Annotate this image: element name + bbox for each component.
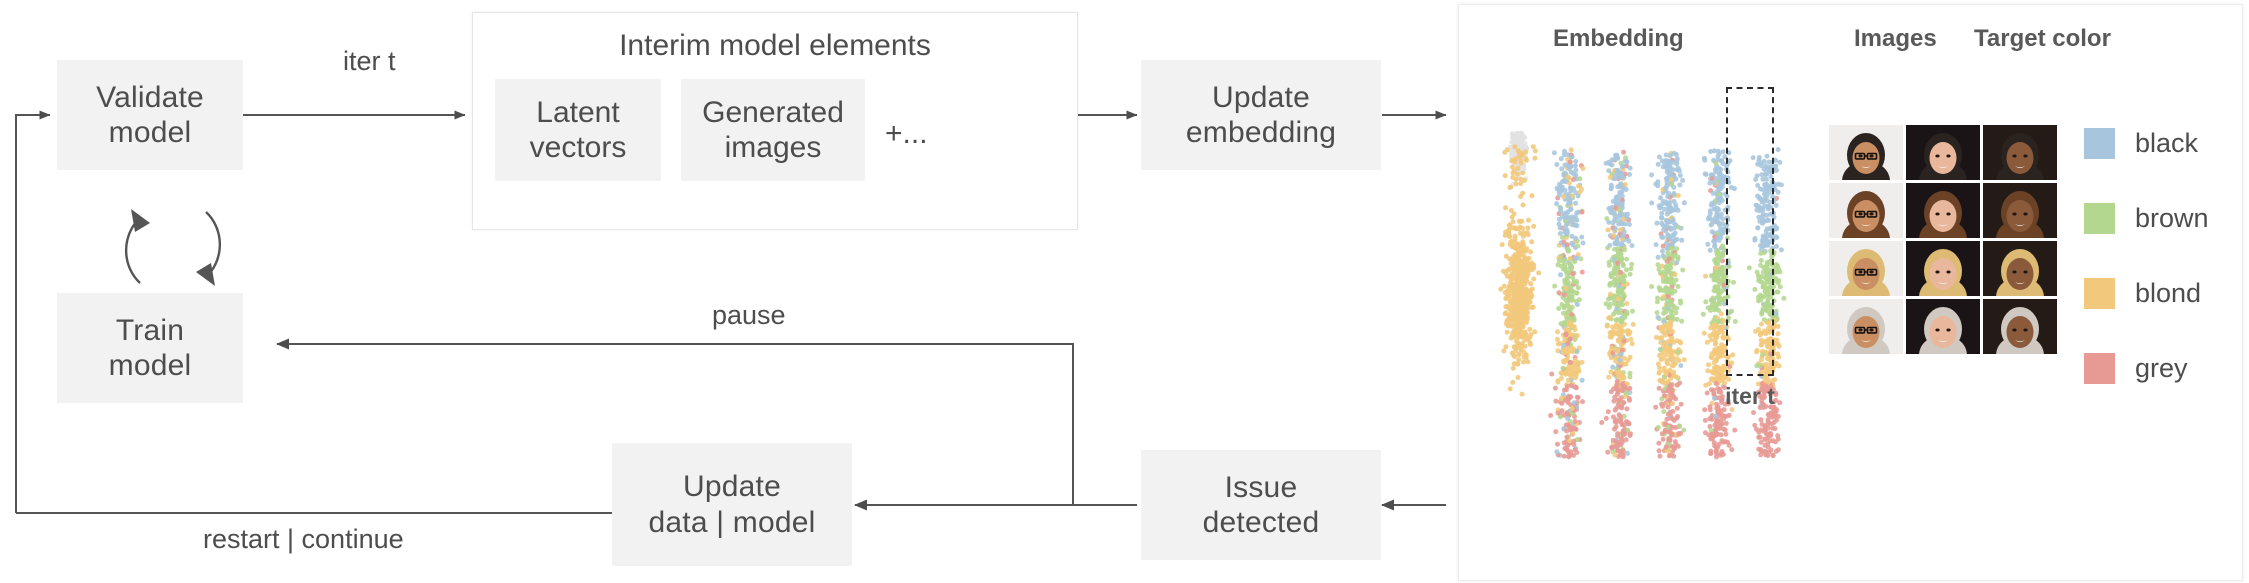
interim-more-indicator: +... [885,117,928,150]
node-issue-detected[interactable]: Issue detected [1141,450,1381,560]
generated-face-thumbnail [1829,241,1903,296]
node-train-model-line2: model [108,349,192,382]
panel-header-images: Images [1854,25,1937,52]
generated-images-grid [1829,125,2061,357]
node-issue-detected-line1: Issue [1224,470,1298,504]
interim-item-generated-images[interactable]: Generated images [681,79,865,181]
embedding-inspection-panel: Embedding Images Target color iter t bla… [1458,4,2243,581]
legend-item-grey[interactable]: grey [2084,342,2234,394]
generated-face-thumbnail [1906,125,1980,180]
legend-swatch-brown [2084,202,2115,234]
generated-images-line2: images [724,131,822,164]
generated-face-thumbnail [1906,183,1980,238]
node-validate-model-line2: model [108,116,192,149]
node-update-data-model-line2: data | model [648,505,816,539]
legend-label-grey: grey [2135,352,2188,383]
generated-face-thumbnail [1983,241,2057,296]
interim-panel-title: Interim model elements [619,29,931,62]
edge-label-pause: pause [712,300,786,330]
legend-swatch-blond [2084,277,2115,309]
node-update-embedding[interactable]: Update embedding [1141,60,1381,170]
edge-label-iter-t: iter t [343,46,396,76]
node-update-embedding-line2: embedding [1185,116,1337,149]
legend-swatch-grey [2084,352,2115,384]
node-validate-model[interactable]: Validate model [57,60,243,170]
node-update-embedding-line1: Update [1212,80,1310,114]
node-validate-model-line1: Validate [96,80,204,114]
node-update-data-model[interactable]: Update data | model [612,443,852,566]
latent-vectors-line1: Latent [536,95,620,129]
generated-face-thumbnail [1829,125,1903,180]
target-color-legend: black brown blond grey [2084,117,2234,417]
latent-vectors-line2: vectors [529,131,627,164]
generated-face-thumbnail [1983,183,2057,238]
panel-header-embedding: Embedding [1553,25,1684,52]
node-issue-detected-line2: detected [1202,506,1320,539]
legend-label-blond: blond [2135,277,2202,308]
node-update-data-model-line1: Update [683,470,781,504]
generated-face-thumbnail [1829,183,1903,238]
edge-label-restart-continue: restart | continue [203,524,404,554]
legend-item-blond[interactable]: blond [2084,267,2234,319]
generated-face-thumbnail [1983,125,2057,180]
node-train-model-line1: Train [115,313,185,347]
legend-item-brown[interactable]: brown [2084,192,2234,244]
train-validate-loop-icon [124,209,222,286]
generated-face-thumbnail [1983,299,2057,354]
iter-t-selection-box[interactable] [1726,87,1774,376]
iter-t-column-label: iter t [1725,383,1775,409]
interim-item-latent-vectors[interactable]: Latent vectors [495,79,661,181]
generated-face-thumbnail [1906,299,1980,354]
legend-label-brown: brown [2135,202,2209,233]
legend-swatch-black [2084,127,2115,159]
interim-model-elements-panel: Interim model elements Latent vectors Ge… [472,12,1078,230]
generated-images-line1: Generated [702,95,844,129]
embedding-scatter-plot[interactable] [1479,75,1799,465]
generated-face-thumbnail [1829,299,1903,354]
legend-item-black[interactable]: black [2084,117,2234,169]
node-train-model[interactable]: Train model [57,293,243,403]
legend-label-black: black [2135,127,2199,158]
generated-face-thumbnail [1906,241,1980,296]
panel-header-target-color: Target color [1974,25,2111,52]
